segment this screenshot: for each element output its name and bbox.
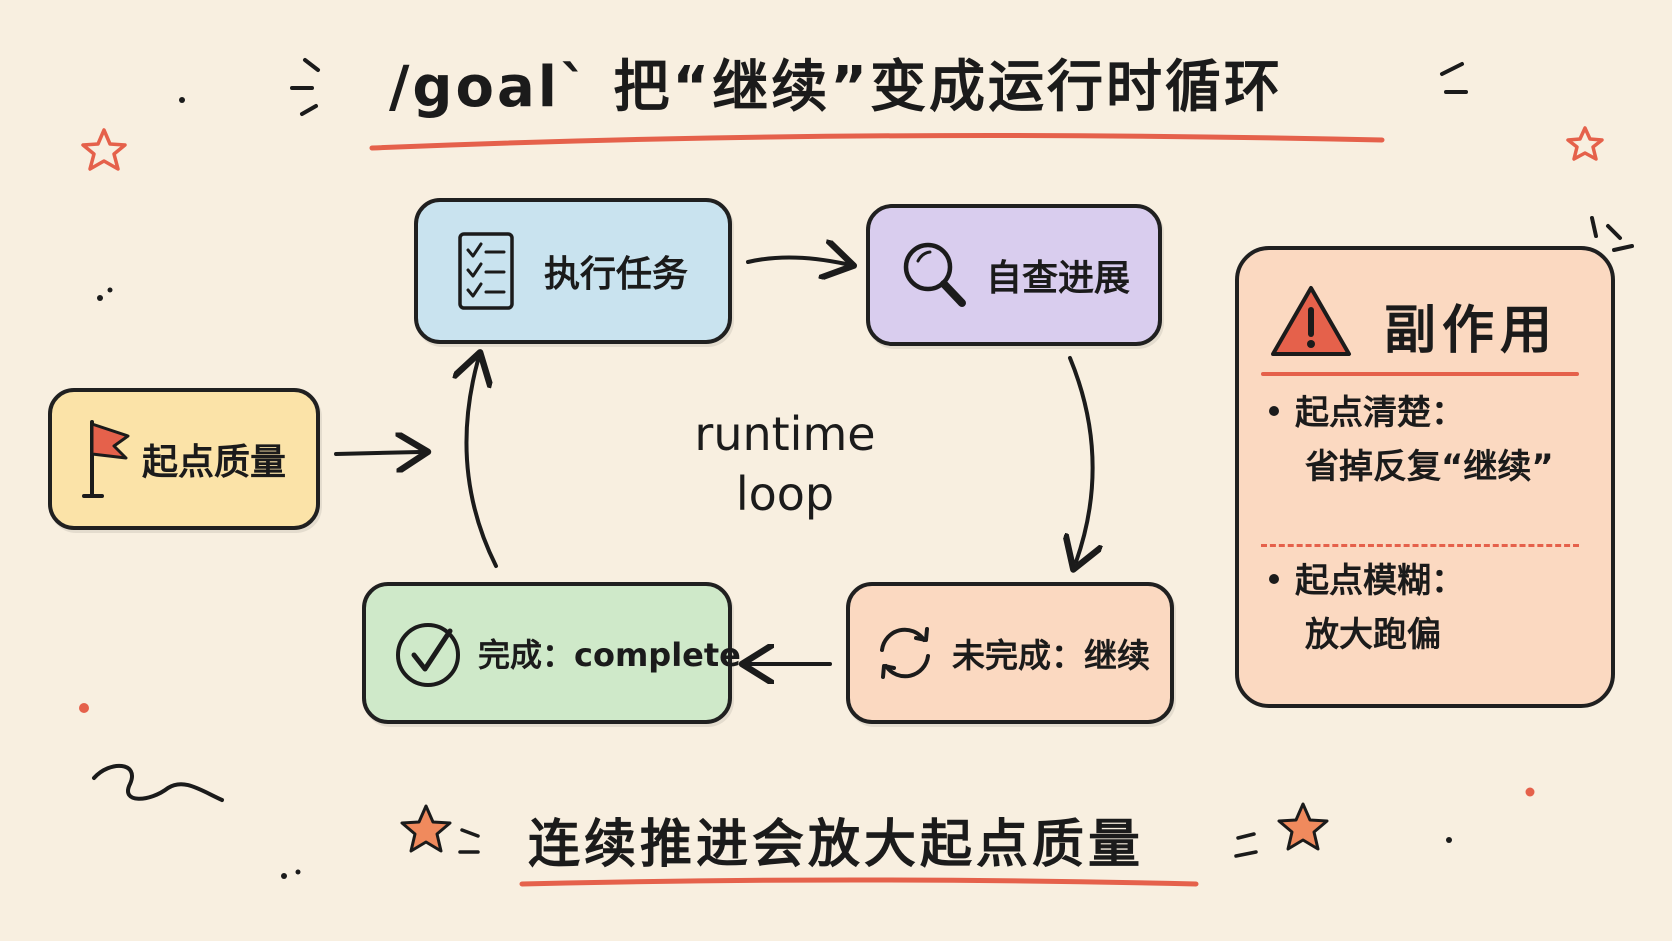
node-review: 自查进展 bbox=[866, 204, 1162, 346]
node-complete: 完成：complete bbox=[362, 582, 741, 724]
footer-caption: 连续推进会放大起点质量 bbox=[527, 815, 1144, 875]
loop-label-line1: runtime bbox=[694, 407, 876, 461]
arrow-review-to-incomplete bbox=[1070, 356, 1093, 562]
node-review-label: 自查进展 bbox=[986, 258, 1131, 299]
panel-spark bbox=[1590, 216, 1634, 252]
side-item-fuzzy-start: 起点模糊： 放大跑偏 bbox=[1269, 554, 1599, 662]
arrow-complete-to-execute bbox=[466, 360, 498, 568]
dot-decoration bbox=[79, 703, 1535, 797]
checklist-icon bbox=[454, 230, 518, 312]
title-underline bbox=[369, 133, 1385, 151]
node-incomplete-label: 未完成：继续 bbox=[952, 636, 1150, 675]
warning-icon bbox=[1267, 282, 1355, 366]
bullet-icon bbox=[1269, 405, 1279, 416]
title-spark-left bbox=[290, 58, 320, 116]
footer-underline bbox=[519, 877, 1199, 887]
side-effects-panel: 副作用 起点清楚： 省掉反复“继续” 起点模糊： 放大跑偏 bbox=[1235, 246, 1615, 708]
loop-label: runtime loop bbox=[660, 404, 910, 524]
side-panel-title: 副作用 bbox=[1384, 301, 1559, 361]
dot-decoration bbox=[97, 97, 1452, 879]
footer-spark-left bbox=[458, 828, 480, 854]
star-icon bbox=[400, 804, 452, 853]
node-start-label: 起点质量 bbox=[142, 442, 287, 483]
side-item-clear-start: 起点清楚： 省掉反复“继续” bbox=[1269, 386, 1599, 494]
side-item-line1: 起点模糊： bbox=[1295, 561, 1465, 601]
footer-spark-right bbox=[1234, 832, 1258, 858]
check-circle-icon bbox=[392, 617, 464, 689]
arrow-start-to-execute bbox=[334, 452, 420, 454]
node-execute: 执行任务 bbox=[414, 198, 732, 344]
refresh-icon bbox=[872, 620, 938, 686]
magnifier-icon bbox=[900, 237, 970, 313]
node-start: 起点质量 bbox=[48, 388, 320, 530]
bullet-icon bbox=[1269, 573, 1279, 584]
squiggle-decoration bbox=[92, 763, 224, 802]
side-item-line2: 省掉反复“继续” bbox=[1305, 447, 1554, 487]
node-complete-label: 完成：complete bbox=[478, 636, 741, 674]
title-spark-right bbox=[1440, 62, 1468, 94]
side-item-line2: 放大跑偏 bbox=[1305, 615, 1441, 655]
star-icon bbox=[1566, 126, 1604, 161]
side-item-line1: 起点清楚： bbox=[1295, 393, 1465, 433]
node-incomplete: 未完成：继续 bbox=[846, 582, 1174, 724]
star-icon bbox=[1277, 802, 1329, 851]
flag-icon bbox=[80, 414, 134, 504]
star-icon bbox=[81, 128, 127, 171]
node-execute-label: 执行任务 bbox=[544, 254, 689, 295]
loop-label-line2: loop bbox=[735, 467, 835, 521]
page-title: /goal` 把“继续”变成运行时循环 bbox=[388, 55, 1284, 120]
arrow-execute-to-review bbox=[746, 257, 846, 264]
side-panel-divider bbox=[1261, 372, 1579, 376]
side-panel-dashed-divider bbox=[1261, 544, 1579, 547]
